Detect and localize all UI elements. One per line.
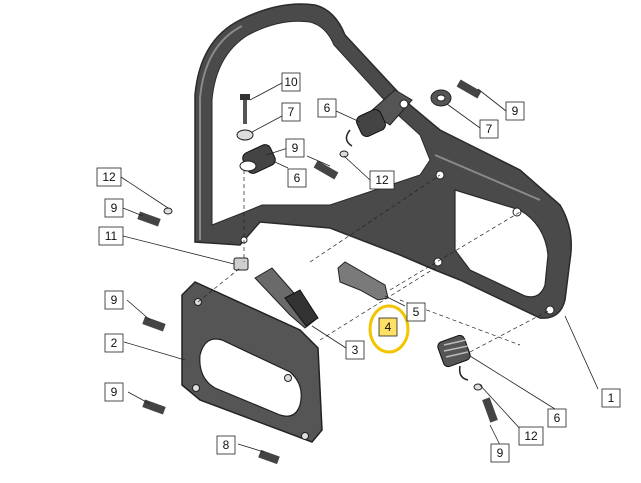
- bracket: [337, 261, 389, 301]
- svg-text:7: 7: [288, 105, 295, 119]
- svg-text:9: 9: [497, 446, 504, 460]
- svg-text:1: 1: [608, 391, 615, 405]
- side-plate: [181, 281, 323, 443]
- svg-text:9: 9: [111, 385, 118, 399]
- svg-text:9: 9: [292, 141, 299, 155]
- svg-text:3: 3: [352, 343, 359, 357]
- nut-11: [233, 257, 249, 271]
- damper-right: [345, 109, 386, 147]
- washer-12: [339, 150, 349, 158]
- callout-2: 2: [104, 333, 124, 353]
- svg-text:5: 5: [413, 305, 420, 319]
- callout-6-top: 6: [317, 98, 337, 118]
- svg-text:6: 6: [554, 411, 561, 425]
- callout-7-right: 7: [479, 119, 499, 139]
- svg-text:7: 7: [486, 122, 493, 136]
- screw-8: [258, 449, 280, 465]
- damper-bottom: [437, 334, 471, 381]
- callout-11: 11: [98, 226, 124, 246]
- svg-text:6: 6: [294, 171, 301, 185]
- svg-text:6: 6: [324, 101, 331, 115]
- callout-6-bottom: 6: [547, 408, 567, 428]
- svg-text:8: 8: [223, 438, 230, 452]
- washer-right: [430, 89, 452, 107]
- callout-1: 1: [601, 388, 621, 408]
- screw-9-bottom: [473, 383, 498, 423]
- lever: [254, 267, 319, 329]
- callout-10: 10: [281, 72, 301, 92]
- screw-9-top: [456, 79, 482, 99]
- callout-8: 8: [216, 435, 236, 455]
- svg-text:9: 9: [512, 104, 519, 118]
- callout-12-left: 12: [96, 167, 122, 187]
- highlight-ring: [368, 304, 410, 354]
- screw-9-mid: [313, 160, 339, 180]
- svg-text:2: 2: [111, 336, 118, 350]
- svg-text:10: 10: [284, 75, 298, 89]
- leader-lines: [120, 82, 599, 453]
- svg-text:12: 12: [102, 170, 116, 184]
- callout-3: 3: [345, 340, 365, 360]
- washer-top: [236, 129, 254, 141]
- callout-9-plate-bottom: 9: [104, 382, 124, 402]
- callout-9-bottom: 9: [490, 443, 510, 463]
- svg-text:11: 11: [105, 229, 118, 243]
- svg-text:12: 12: [524, 429, 538, 443]
- screw-9-plate-top: [142, 316, 166, 332]
- svg-text:12: 12: [375, 173, 389, 187]
- callout-9-mid: 9: [285, 138, 305, 158]
- svg-text:4: 4: [385, 320, 392, 334]
- callout-6-mid: 6: [287, 168, 307, 188]
- callout-9-left: 9: [104, 198, 124, 218]
- callout-12-mid: 12: [369, 170, 395, 190]
- svg-text:9: 9: [111, 201, 118, 215]
- callout-4: 4: [378, 317, 398, 337]
- screw-9-left: [137, 207, 173, 227]
- svg-text:9: 9: [111, 293, 118, 307]
- callout-9-top-right: 9: [505, 101, 525, 121]
- callout-7-top: 7: [281, 102, 301, 122]
- callout-5: 5: [406, 302, 426, 322]
- callout-12-bottom: 12: [518, 426, 544, 446]
- callout-9-plate-top: 9: [104, 290, 124, 310]
- screw-10: [240, 94, 250, 124]
- damper-top: [239, 144, 276, 174]
